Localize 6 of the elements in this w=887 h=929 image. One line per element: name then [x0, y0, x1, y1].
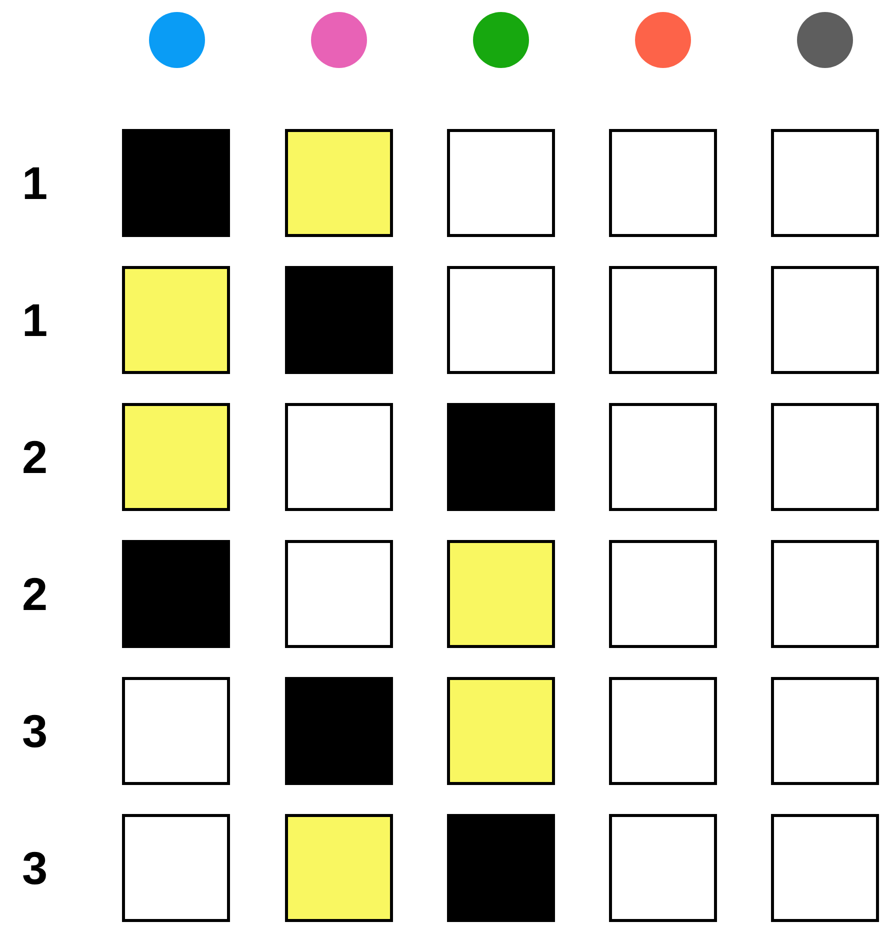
row-number: 2 [22, 432, 48, 482]
row-number: 2 [22, 569, 48, 619]
row-number: 3 [22, 706, 48, 756]
row-number: 3 [22, 843, 48, 893]
row-number: 1 [22, 158, 48, 208]
row-number: 1 [22, 295, 48, 345]
